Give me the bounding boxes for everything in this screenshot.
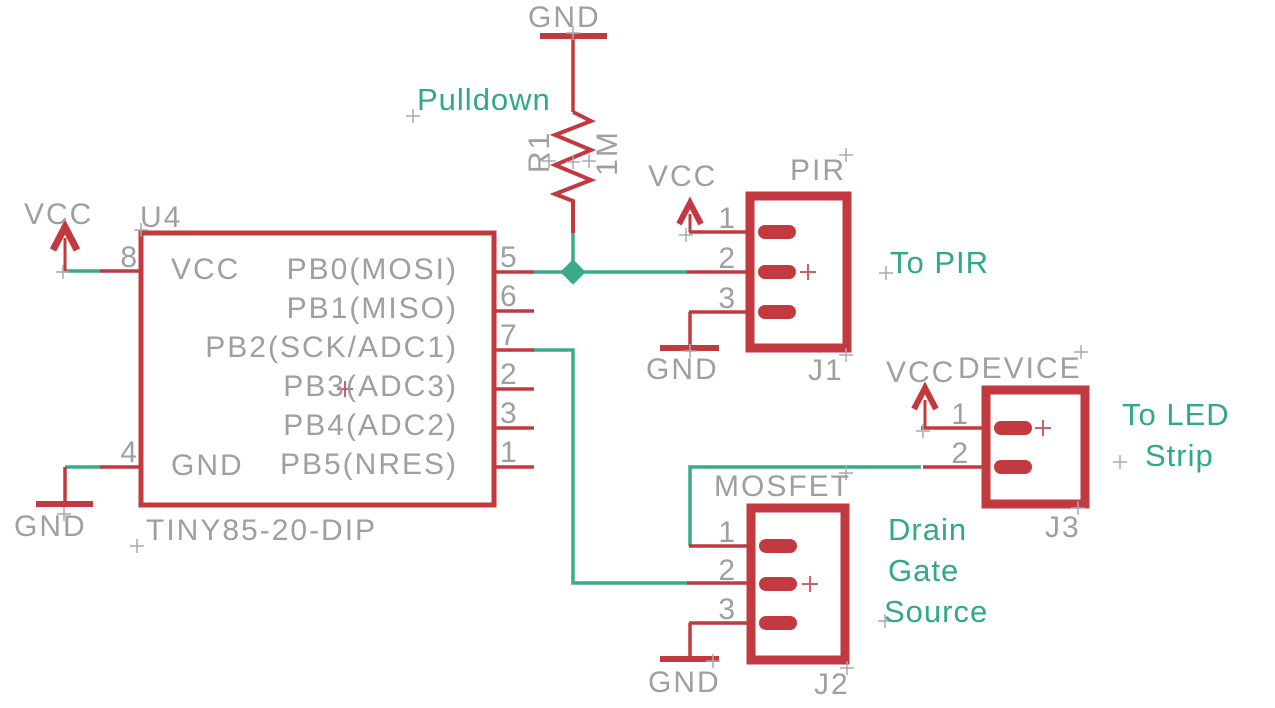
connector-j1-designator: J1 — [808, 354, 844, 387]
ic-pin-number-3: 3 — [500, 397, 517, 430]
connector-pin-tongues — [758, 225, 1032, 630]
origin-crosses-gray — [56, 26, 1127, 675]
ic-pin-number-5: 5 — [500, 241, 517, 274]
ic-pin-number-6: 6 — [500, 280, 517, 313]
ic-u4-body — [138, 230, 497, 508]
ic-pin-label-vcc: VCC — [171, 253, 241, 286]
annotation-source: Source — [884, 594, 989, 629]
annotation-drain: Drain — [888, 512, 968, 547]
connector-j1-title: PIR — [790, 154, 847, 187]
resistor-r1-body — [549, 110, 597, 233]
ic-pin-label-pb1: PB1(MISO) — [286, 292, 458, 325]
vcc-j1-arrow — [676, 196, 704, 226]
j1-pin-number-2: 2 — [718, 242, 735, 275]
ic-pin-number-7: 7 — [500, 319, 517, 352]
net-label-gnd-ic: GND — [14, 510, 87, 543]
ic-u4-part-name: TINY85-20-DIP — [146, 514, 378, 547]
ic-pin-label-pb5: PB5(NRES) — [279, 448, 458, 481]
ic-pin-label-pb2: PB2(SCK/ADC1) — [205, 331, 458, 364]
net-label-gnd-j2: GND — [648, 666, 721, 699]
connector-j3-title: DEVICE — [958, 352, 1082, 385]
ic-u4-designator: U4 — [140, 201, 183, 234]
annotation-gate: Gate — [888, 553, 960, 588]
vcc-symbols — [49, 196, 939, 428]
j2-pin-number-1: 1 — [718, 516, 735, 549]
j3-pin-number-2: 2 — [951, 437, 968, 470]
annotation-to-pir: To PIR — [890, 245, 990, 280]
connector-j1-body — [745, 191, 852, 353]
ic-pin-label-pb3: PB3(ADC3) — [283, 370, 458, 403]
ic-pin-number-1: 1 — [500, 436, 517, 469]
annotation-pulldown: Pulldown — [417, 82, 551, 117]
net-label-vcc-j3: VCC — [886, 356, 956, 389]
net-label-vcc-j1: VCC — [648, 160, 718, 193]
connector-j2-designator: J2 — [814, 668, 850, 701]
j3-pin-number-1: 1 — [951, 398, 968, 431]
annotation-to-led-line2: Strip — [1145, 438, 1214, 473]
ic-pin-label-gnd: GND — [171, 449, 244, 482]
ic-pin-label-pb0: PB0(MOSI) — [286, 253, 458, 286]
pin-stubs — [100, 230, 985, 625]
wire-j2pin1-to-j3pin2 — [688, 465, 921, 546]
j2-pin-number-3: 3 — [718, 593, 735, 626]
resistor-r1-designator: R1 — [523, 130, 556, 174]
ic-pin-number-2: 2 — [500, 358, 517, 391]
annotation-to-led-line1: To LED — [1122, 397, 1230, 432]
wire-pin7-to-j2pin2 — [533, 348, 689, 585]
net-wires — [65, 233, 921, 585]
vcc-left-arrow — [49, 219, 81, 252]
connector-j3-body — [981, 385, 1090, 509]
origin-crosses-red — [337, 264, 1051, 592]
ic-pin-number-8: 8 — [120, 241, 137, 274]
connector-j2-title: MOSFET — [714, 470, 851, 503]
net-label-vcc-ic: VCC — [24, 198, 94, 231]
vcc-j3-arrow — [911, 381, 939, 411]
j2-pin-number-2: 2 — [718, 554, 735, 587]
j1-pin-number-1: 1 — [718, 202, 735, 235]
ic-pin-label-pb4: PB4(ADC2) — [283, 409, 458, 442]
connector-j2-body — [746, 503, 850, 665]
ic-pin-number-4: 4 — [120, 436, 137, 469]
junction-dot — [560, 259, 586, 285]
j1-pin-number-3: 3 — [718, 282, 735, 315]
connector-j3-designator: J3 — [1045, 511, 1081, 544]
net-label-gnd-pulldown: GND — [528, 1, 601, 34]
net-label-gnd-j1: GND — [646, 353, 719, 386]
resistor-r1-value: 1M — [591, 130, 624, 176]
